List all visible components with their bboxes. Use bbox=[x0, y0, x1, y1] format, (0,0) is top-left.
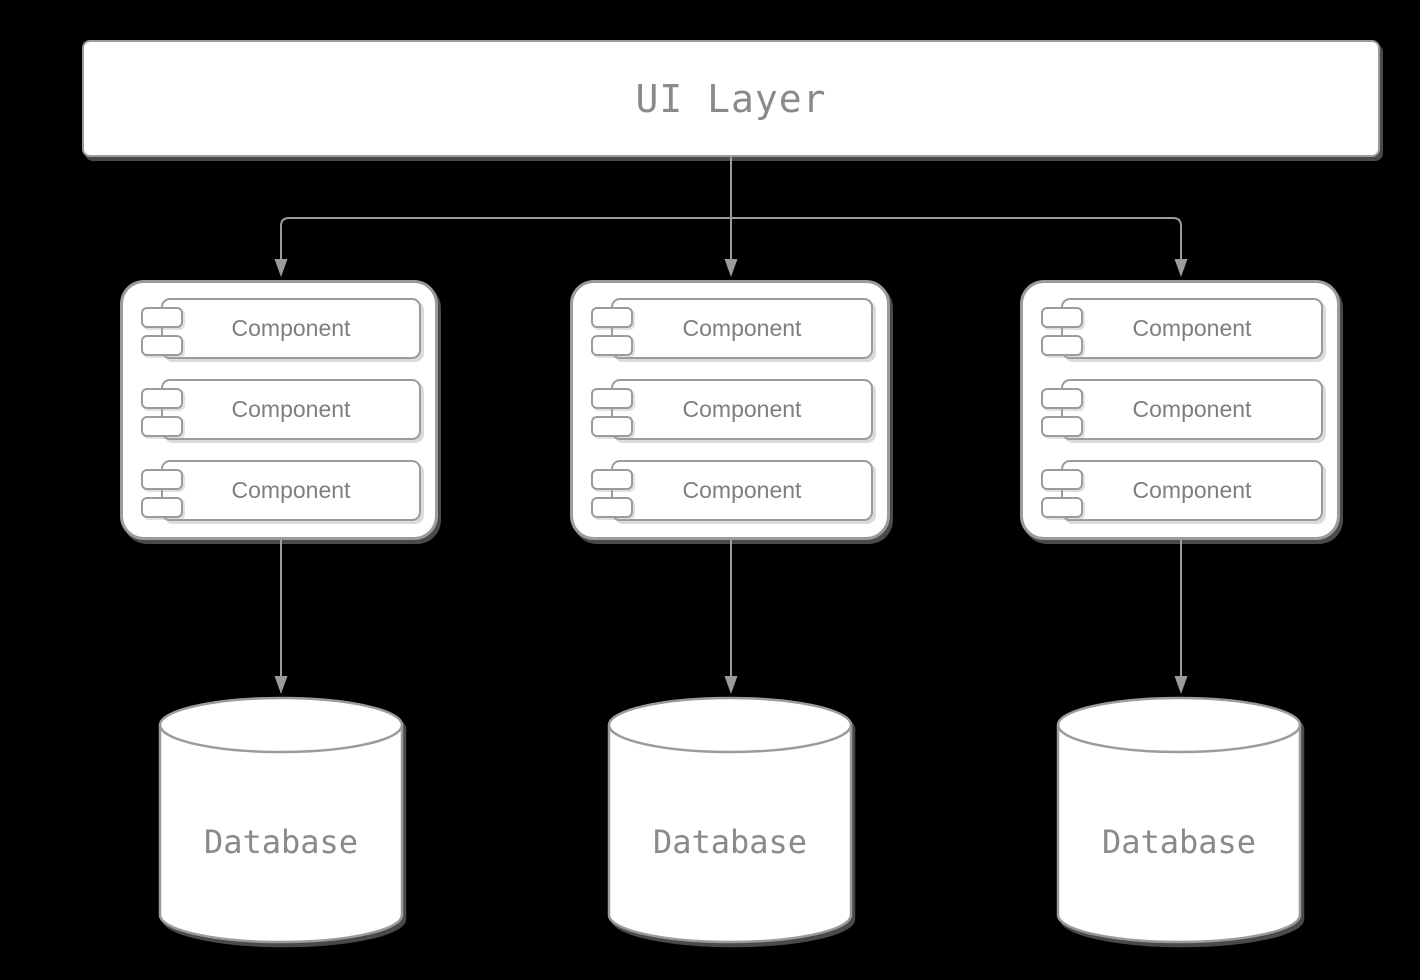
component-tab-icon bbox=[591, 469, 633, 490]
component-tab-icon bbox=[141, 335, 183, 356]
component-group-left: Component Component Component bbox=[120, 280, 438, 540]
ui-layer-label: UI Layer bbox=[635, 76, 827, 121]
component-tab-icon bbox=[591, 307, 633, 328]
database-cylinder-left bbox=[158, 696, 404, 944]
component-label: Component bbox=[682, 477, 802, 503]
component-tab-icon bbox=[591, 497, 633, 518]
component-label: Component bbox=[682, 315, 802, 341]
component-label: Component bbox=[682, 396, 802, 422]
component-tab-icon bbox=[141, 307, 183, 328]
database-label-left: Database bbox=[203, 823, 359, 861]
component-tab-icon bbox=[1041, 469, 1083, 490]
component-group-middle: Component Component Component bbox=[570, 280, 890, 540]
component-label: Component bbox=[1132, 396, 1252, 422]
connector-ui-to-right-group bbox=[731, 217, 1182, 259]
component-tab-icon bbox=[141, 497, 183, 518]
connector-ui-to-left-group bbox=[280, 217, 731, 259]
component-box: Component bbox=[1041, 298, 1323, 359]
component-tab-icon bbox=[1041, 388, 1083, 409]
component-tab-icon bbox=[591, 388, 633, 409]
database-label-middle: Database bbox=[652, 823, 808, 861]
arrowhead-left-database bbox=[274, 676, 288, 694]
component-tab-icon bbox=[1041, 497, 1083, 518]
database-label-right: Database bbox=[1101, 823, 1257, 861]
component-tab-icon bbox=[1041, 335, 1083, 356]
component-tab-icon bbox=[1041, 416, 1083, 437]
ui-layer-box: UI Layer bbox=[82, 40, 1380, 157]
component-tab-icon bbox=[141, 469, 183, 490]
component-label: Component bbox=[1132, 315, 1252, 341]
component-tab-icon bbox=[1041, 307, 1083, 328]
component-label: Component bbox=[231, 315, 351, 341]
component-label: Component bbox=[231, 477, 351, 503]
component-label: Component bbox=[1132, 477, 1252, 503]
component-label: Component bbox=[231, 396, 351, 422]
component-tab-icon bbox=[591, 416, 633, 437]
component-box: Component bbox=[591, 460, 873, 521]
arrowhead-middle-database bbox=[724, 676, 738, 694]
component-tab-icon bbox=[141, 388, 183, 409]
component-tab-icon bbox=[591, 335, 633, 356]
component-box: Component bbox=[141, 460, 421, 521]
component-box: Component bbox=[141, 298, 421, 359]
component-box: Component bbox=[591, 379, 873, 440]
component-tab-icon bbox=[141, 416, 183, 437]
component-box: Component bbox=[141, 379, 421, 440]
component-box: Component bbox=[1041, 379, 1323, 440]
component-box: Component bbox=[591, 298, 873, 359]
database-cylinder-middle bbox=[607, 696, 853, 944]
arrowhead-right-group bbox=[1174, 259, 1188, 277]
arrowhead-middle-group bbox=[724, 259, 738, 277]
component-group-right: Component Component Component bbox=[1020, 280, 1340, 540]
component-box: Component bbox=[1041, 460, 1323, 521]
database-cylinder-right bbox=[1056, 696, 1302, 944]
arrowhead-right-database bbox=[1174, 676, 1188, 694]
arrowhead-left-group bbox=[274, 259, 288, 277]
